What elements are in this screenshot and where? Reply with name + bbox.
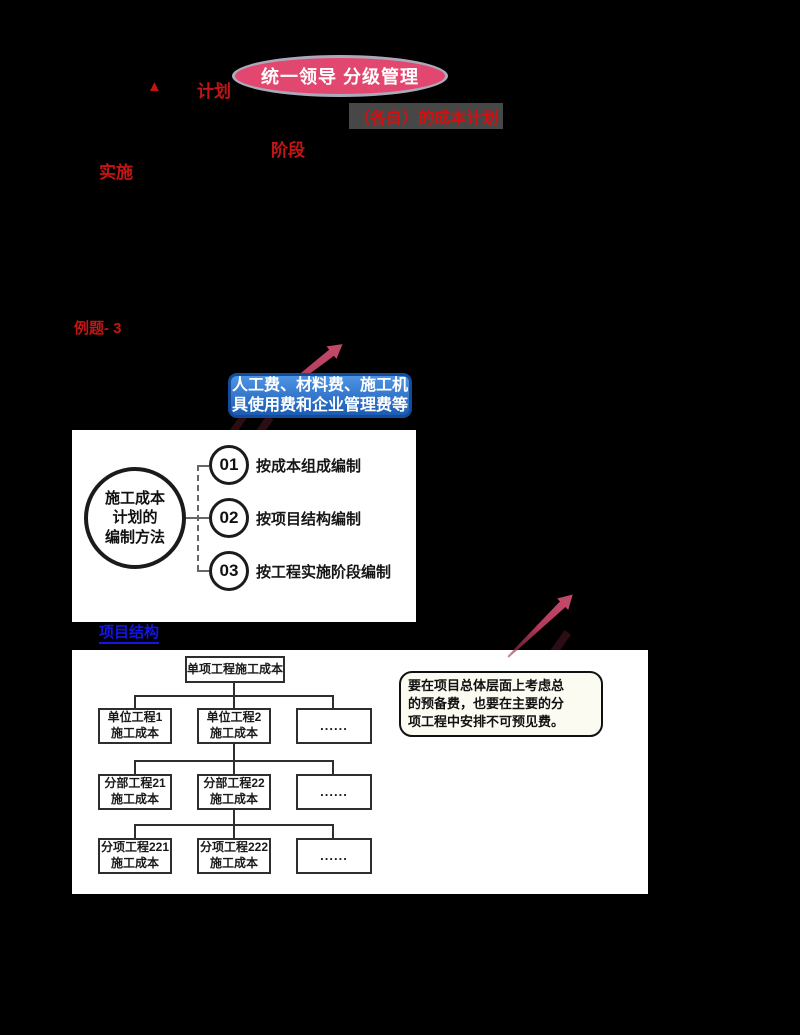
marker-triangle-icon: ▲ [147,78,162,95]
tree-node: 分部工程21 施工成本 [98,774,172,810]
tree-connector [332,760,334,774]
node-line1: 分项工程222 [199,840,269,855]
keyword-plan: 计划 [197,82,231,101]
node-line1: 分部工程21 [104,776,166,791]
tree-connector [233,744,235,760]
cost-components-callout: 人工费、材料费、施工机 具使用费和企业管理费等 [228,373,412,418]
node-line1: 分项工程221 [100,840,170,855]
node-line2: 施工成本 [110,726,159,740]
tree-connector [332,695,334,708]
tree-diagram-panel: 单项工程施工成本 单位工程1 施工成本 单位工程2 施工成本 ...... 分部… [72,650,648,894]
tree-node: 分部工程22 施工成本 [197,774,271,810]
banner-label: 统一领导 分级管理 [260,67,419,87]
method-number-circle: 01 [209,445,249,485]
tree-node-ellipsis: ...... [296,708,372,744]
callout-line2: 具使用费和企业管理费等 [231,396,408,414]
method-diagram-panel: 施工成本 计划的 编制方法 01 02 03 按成本组成编制 按项目结构编制 按… [72,430,416,622]
node-line2: 施工成本 [209,792,258,806]
method-hub-circle: 施工成本 计划的 编制方法 [84,467,186,569]
node-line2: 施工成本 [209,726,258,740]
method-number: 03 [219,561,239,580]
tree-connector [233,760,235,774]
method-number-circle: 03 [209,551,249,591]
tree-node: 单位工程2 施工成本 [197,708,271,744]
hub-line3: 编制方法 [104,528,165,546]
tree-connector [332,824,334,838]
hub-line1: 施工成本 [104,489,165,507]
tree-node: 分项工程222 施工成本 [197,838,271,874]
dashed-connector [197,570,209,572]
callout-line1: 人工费、材料费、施工机 [231,376,408,394]
tree-connector [134,824,136,838]
node-line1: 单位工程2 [206,710,262,725]
blue-link-project-structure[interactable]: 项目结构 [99,621,160,644]
tree-connector [233,683,235,695]
dashed-connector [197,517,209,519]
method-number: 02 [219,508,239,527]
cost-plan-note: （各自）的成本计划 [349,103,504,129]
tree-connector [233,824,235,838]
tree-node: 分项工程221 施工成本 [98,838,172,874]
tree-connector [134,760,136,774]
method-label: 按工程实施阶段编制 [256,563,392,581]
node-line1: ...... [320,847,348,863]
method-number-circle: 02 [209,498,249,538]
hub-line2: 计划的 [112,509,158,527]
node-line2: 施工成本 [110,792,159,806]
node-line2: 施工成本 [110,856,159,870]
tree-node-ellipsis: ...... [296,774,372,810]
reserve-fee-note: 要在项目总体层面上考虑总 的预备费，也要在主要的分 项工程中安排不可预见费。 [399,671,603,737]
note-line3: 项工程中安排不可预见费。 [408,713,565,729]
example-label: 例题- 3 [74,320,122,337]
banner-ellipse: 统一领导 分级管理 [232,55,448,97]
node-line1: ...... [320,783,348,799]
keyword-stage: 阶段 [271,141,305,160]
keyword-impl: 实施 [99,163,133,182]
method-label: 按项目结构编制 [256,510,362,528]
method-number: 01 [219,455,239,474]
tree-connector [233,695,235,708]
method-label: 按成本组成编制 [256,457,362,475]
node-line1: 单位工程1 [107,710,163,725]
dashed-connector [186,517,197,519]
node-line1: ...... [320,717,348,733]
tree-connector [233,810,235,824]
tree-connector [134,695,136,708]
tree-node-ellipsis: ...... [296,838,372,874]
node-line1: 分部工程22 [203,776,265,791]
note-line2: 的预备费，也要在主要的分 [408,695,565,711]
dashed-connector [197,465,209,467]
tree-node: 单位工程1 施工成本 [98,708,172,744]
tree-root-node: 单项工程施工成本 [185,656,285,683]
node-line2: 施工成本 [209,856,258,870]
note-line1: 要在项目总体层面上考虑总 [408,678,565,693]
